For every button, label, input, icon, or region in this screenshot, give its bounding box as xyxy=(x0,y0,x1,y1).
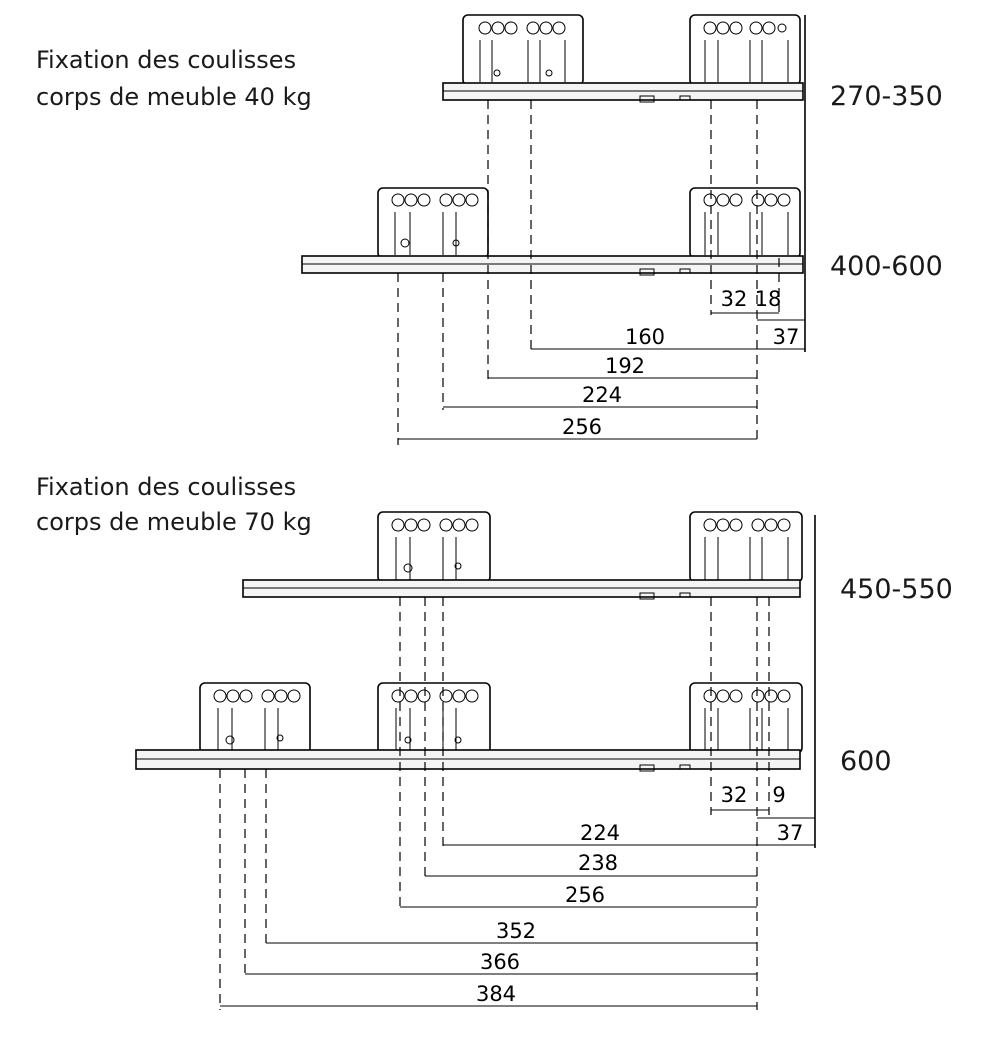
dim2-256-label: 256 xyxy=(565,883,605,907)
dim-224-label: 224 xyxy=(582,383,622,407)
rail4-rear-bracket xyxy=(689,682,803,754)
dim-192-label: 192 xyxy=(605,354,645,378)
dim2-32-label: 32 xyxy=(721,783,748,807)
rail3-rear-bracket xyxy=(689,511,803,583)
dim-160-label: 160 xyxy=(625,325,665,349)
dim-32-label: 32 xyxy=(721,287,748,311)
rail1-length-label: 270-350 xyxy=(830,81,943,112)
dim2-238-label: 238 xyxy=(578,851,618,875)
rail4-length-label: 600 xyxy=(840,746,892,777)
rail3-front-bracket xyxy=(377,511,491,583)
dim2-37-label: 37 xyxy=(777,821,804,845)
dim2-366-label: 366 xyxy=(480,950,520,974)
rail2-rear-bracket xyxy=(689,187,801,259)
section1-rail-1 xyxy=(442,14,804,103)
section1-title-line1: Fixation des coulisses xyxy=(36,46,296,74)
rail2-length-label: 400-600 xyxy=(830,251,943,282)
rail3-length-label: 450-550 xyxy=(840,574,953,605)
section2-dimension-lines xyxy=(220,809,815,1007)
section2-rail-2 xyxy=(135,682,803,772)
section2-rail-1 xyxy=(242,511,803,600)
section2-title-line2: corps de meuble 70 kg xyxy=(36,508,312,536)
rail4-front-bracket xyxy=(199,682,311,754)
section1-rail-2 xyxy=(301,187,804,276)
section1-title-line2: corps de meuble 40 kg xyxy=(36,83,312,111)
dim2-384-label: 384 xyxy=(476,982,516,1006)
section1-dimension-lines xyxy=(398,312,805,440)
dim2-9-label: 9 xyxy=(772,783,785,807)
dim-37-label: 37 xyxy=(773,325,800,349)
rail4-middle-bracket xyxy=(377,682,491,754)
section1-projection-lines xyxy=(397,100,780,445)
dim2-224-label: 224 xyxy=(580,821,620,845)
section2-projection-lines xyxy=(219,597,770,1010)
section2-title-line1: Fixation des coulisses xyxy=(36,473,296,501)
dim-18-label: 18 xyxy=(755,287,782,311)
dim-256-label: 256 xyxy=(562,415,602,439)
dim2-352-label: 352 xyxy=(496,919,536,943)
rail1-rear-bracket xyxy=(689,14,801,86)
